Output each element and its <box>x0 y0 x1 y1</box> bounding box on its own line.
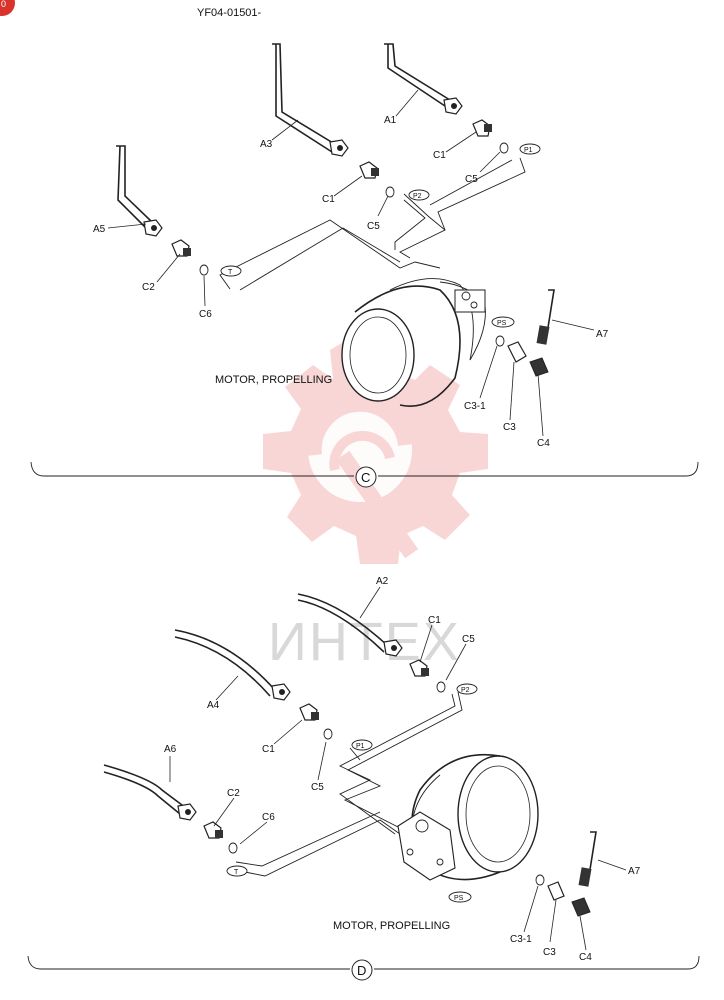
o-ring-c5-middle <box>385 186 395 198</box>
label-a6: A6 <box>164 744 177 755</box>
tube-a3 <box>272 43 349 157</box>
label-c1-middle-d: C1 <box>262 744 275 755</box>
label-a4: A4 <box>207 700 220 711</box>
section-c-title: MOTOR, PROPELLING <box>215 374 332 386</box>
section-c: P1 P2 T PS <box>30 43 699 488</box>
label-c6: C6 <box>199 309 212 320</box>
section-d-leader-lines <box>169 586 627 951</box>
fitting-c1-middle <box>359 161 379 179</box>
hose-a7-upper <box>536 289 555 345</box>
propelling-motor-d <box>397 754 539 881</box>
o-ring-c5-upper <box>499 142 509 154</box>
o-ring-c3-1-d <box>535 874 545 886</box>
tube-a6 <box>103 764 197 821</box>
fitting-c4-elbow-d <box>571 897 591 917</box>
watermark-text: ИНТЕХ <box>268 612 461 672</box>
label-c3-d: C3 <box>543 947 556 958</box>
port-bubble-ps-d: PS <box>448 891 472 903</box>
fitting-c3 <box>507 341 527 363</box>
fitting-c4-elbow <box>529 357 549 377</box>
section-c-leader-lines <box>107 89 595 437</box>
section-c-bracket: C <box>30 461 699 488</box>
label-c1-upper-d: C1 <box>428 615 441 626</box>
label-a3: A3 <box>260 139 273 150</box>
label-c1-upper: C1 <box>433 150 446 161</box>
svg-text:0: 0 <box>1 0 6 9</box>
fitting-c3-d <box>547 881 565 901</box>
port-bubble-ps: PS <box>491 316 515 328</box>
document-code: YF04-01501- <box>197 7 262 19</box>
label-c3: C3 <box>503 422 516 433</box>
fitting-c1-upper-d <box>409 659 429 677</box>
fitting-c1-middle-d <box>299 703 319 721</box>
port-bubble-p2-d: P2 <box>456 683 478 695</box>
fitting-c2-d <box>203 821 223 839</box>
label-a5: A5 <box>93 224 106 235</box>
svg-text:P1: P1 <box>356 743 365 750</box>
label-c4: C4 <box>537 438 550 449</box>
port-bubble-p1-d: P1 <box>351 739 373 751</box>
section-c-piping-schematic <box>219 157 526 291</box>
propelling-motor-c <box>341 278 486 407</box>
svg-text:P2: P2 <box>461 687 470 694</box>
label-c1-middle: C1 <box>322 194 335 205</box>
svg-text:PS: PS <box>497 320 507 327</box>
fitting-c2 <box>171 239 191 257</box>
o-ring-c3-1 <box>495 335 505 347</box>
label-c2-d: C2 <box>227 788 240 799</box>
tube-a4 <box>174 629 291 701</box>
o-ring-c6-d <box>228 842 238 854</box>
label-a2: A2 <box>376 576 389 587</box>
label-c2: C2 <box>142 282 155 293</box>
fitting-c1-upper <box>472 119 492 137</box>
page-badge: 0 <box>0 0 15 16</box>
tube-a5 <box>116 145 163 237</box>
section-d-piping-schematic <box>235 691 463 877</box>
section-c-marker: C <box>361 470 370 485</box>
label-c3-1-d: C3-1 <box>510 934 532 945</box>
label-c5-upper: C5 <box>465 174 478 185</box>
label-c5-upper-d: C5 <box>462 634 475 645</box>
section-d-marker: D <box>357 963 366 978</box>
svg-text:P2: P2 <box>413 193 422 200</box>
label-c5-middle: C5 <box>367 221 380 232</box>
svg-text:P1: P1 <box>524 147 533 154</box>
hose-a7-lower <box>578 831 597 887</box>
port-bubble-t: T <box>220 265 242 277</box>
o-ring-c6 <box>199 264 209 276</box>
port-bubble-p2: P2 <box>408 189 430 201</box>
label-c3-1: C3-1 <box>464 401 486 412</box>
o-ring-c5-upper-d <box>436 681 446 693</box>
label-c5-middle-d: C5 <box>311 782 324 793</box>
section-d: P2 P1 T PS <box>27 576 700 981</box>
svg-text:PS: PS <box>454 895 464 902</box>
svg-text:T: T <box>234 869 239 876</box>
label-a1: A1 <box>384 115 397 126</box>
o-ring-c5-middle-d <box>323 728 333 740</box>
port-bubble-t-d: T <box>226 865 248 877</box>
svg-text:T: T <box>228 269 233 276</box>
tube-a2 <box>297 593 403 657</box>
label-c6-d: C6 <box>262 812 275 823</box>
section-d-title: MOTOR, PROPELLING <box>333 920 450 932</box>
tube-a1 <box>384 43 463 115</box>
section-d-bracket: D <box>27 955 700 981</box>
label-a7-d: A7 <box>628 866 641 877</box>
label-a7: A7 <box>596 329 609 340</box>
port-bubble-p1: P1 <box>519 143 541 155</box>
label-c4-d: C4 <box>579 952 592 963</box>
